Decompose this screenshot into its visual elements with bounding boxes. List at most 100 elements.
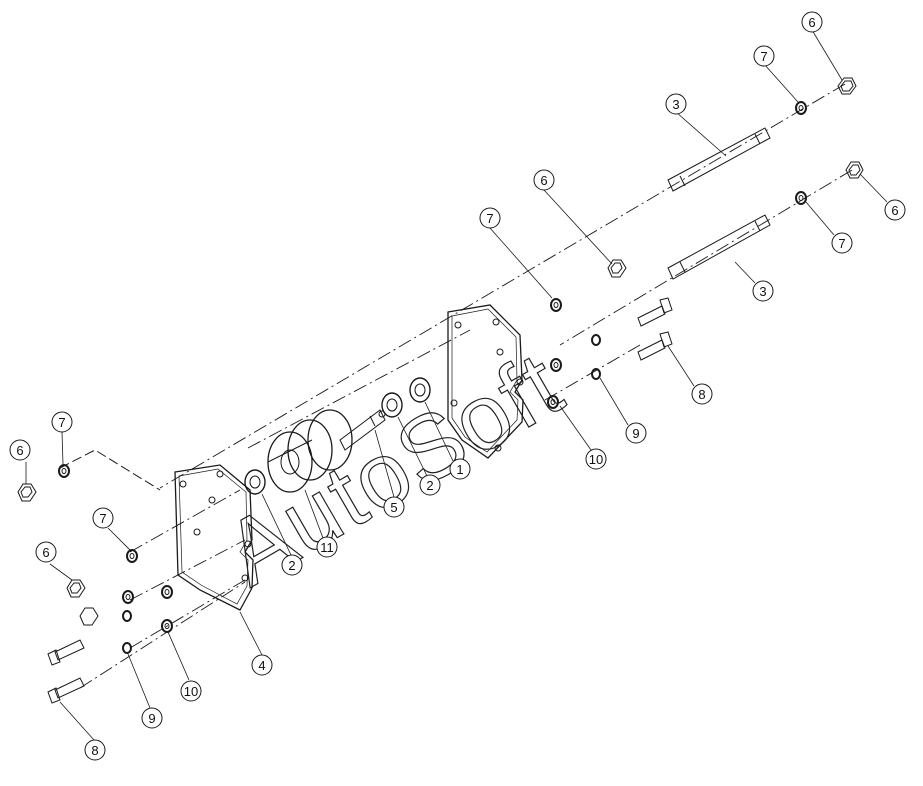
- callout-circle: [884, 199, 906, 221]
- left-plate: [174, 464, 254, 611]
- callout-number: 10: [184, 684, 198, 699]
- watermark-text: AutoSoft: [209, 333, 579, 606]
- callout-number: 11: [320, 540, 334, 555]
- hex-nut-right: [845, 161, 864, 179]
- callout-circle: [35, 541, 57, 563]
- callout-circle: [479, 207, 501, 229]
- callout-9-left: 9: [141, 707, 163, 729]
- callout-circle: [251, 654, 273, 676]
- shaft: [339, 409, 386, 451]
- callout-10-left: 10: [180, 680, 202, 702]
- callout-circle: [625, 422, 647, 444]
- lock-washer-right: [591, 368, 601, 380]
- callout-number: 6: [808, 15, 815, 30]
- callout-circle: [665, 93, 687, 115]
- washer-right: [795, 191, 807, 205]
- leader-lines: [25, 29, 888, 741]
- callout-7-left-top: 7: [51, 411, 73, 433]
- callout-7-left: 7: [92, 507, 114, 529]
- bearing-2-upper: [381, 392, 403, 418]
- callout-3-upper: 3: [665, 93, 687, 115]
- lock-washer-left-2: [122, 642, 132, 654]
- callout-6-right: 6: [884, 199, 906, 221]
- rod-upper: [667, 127, 771, 192]
- callout-circle: [281, 554, 303, 576]
- callout-number: 2: [288, 558, 295, 573]
- callout-circle: [141, 707, 163, 729]
- callout-number: 4: [258, 658, 265, 673]
- callout-10-right: 10: [585, 448, 607, 470]
- callout-number: 9: [632, 426, 639, 441]
- callout-circle: [831, 232, 853, 254]
- callout-number: 7: [760, 49, 767, 64]
- callout-circle: [9, 439, 31, 461]
- callout-4: 4: [251, 654, 273, 676]
- callout-3-lower: 3: [752, 280, 774, 302]
- flat-washer-left: [161, 619, 173, 633]
- leader-left-top: [59, 449, 161, 491]
- washer-top-right: [795, 101, 807, 115]
- rod-lower: [667, 214, 771, 280]
- callout-circle: [752, 280, 774, 302]
- callout-2-lower: 2: [281, 554, 303, 576]
- callout-6-mid: 6: [533, 169, 555, 191]
- callout-circle: [585, 448, 607, 470]
- callout-number: 5: [390, 500, 397, 515]
- washer-mid: [550, 298, 562, 312]
- pulley: [267, 409, 353, 493]
- callout-number: 10: [589, 452, 603, 467]
- callout-circle: [51, 411, 73, 433]
- callout-number: 1: [456, 462, 463, 477]
- callout-number: 3: [759, 284, 766, 299]
- bolt-right-lower: [637, 331, 673, 361]
- bolt-right-upper: [637, 297, 673, 327]
- flat-washer-right: [547, 395, 559, 409]
- callout-circle: [801, 11, 823, 33]
- bearing-1: [409, 377, 431, 403]
- callout-circle: [533, 169, 555, 191]
- callout-9-right: 9: [625, 422, 647, 444]
- callout-number: 7: [99, 511, 106, 526]
- callout-8-left: 8: [84, 739, 106, 761]
- callout-2-upper: 2: [419, 474, 441, 496]
- callout-11: 11: [316, 536, 338, 558]
- hex-nut-top-right: [837, 77, 857, 95]
- washer-left-top: [58, 464, 70, 478]
- washer-left-3: [161, 585, 173, 599]
- bearing-2-lower: [244, 469, 266, 495]
- callout-circle: [180, 680, 202, 702]
- callout-number: 6: [891, 203, 898, 218]
- bolt-left-upper: [47, 639, 85, 666]
- hex-nut-left: [66, 579, 86, 598]
- callout-6-left: 6: [35, 541, 57, 563]
- callout-number: 8: [91, 743, 98, 758]
- lock-washer-left: [122, 610, 132, 622]
- hex-nut-left-top: [17, 483, 37, 502]
- callout-number: 6: [42, 545, 49, 560]
- right-plate: [447, 304, 524, 459]
- callout-circle: [316, 536, 338, 558]
- callout-number: 6: [16, 443, 23, 458]
- callout-circle: [419, 474, 441, 496]
- callout-number: 3: [672, 97, 679, 112]
- callout-8-right: 8: [691, 383, 713, 405]
- callout-7-top-right: 7: [753, 45, 775, 67]
- washer-left: [126, 549, 138, 563]
- callout-number: 9: [148, 711, 155, 726]
- washer-mid-3: [591, 334, 601, 346]
- callout-6-left-top: 6: [9, 439, 31, 461]
- callout-circle: [383, 496, 405, 518]
- bolt-left-lower: [47, 677, 85, 704]
- callout-circle: [753, 45, 775, 67]
- callout-circle: [92, 507, 114, 529]
- callout-circle: [449, 458, 471, 480]
- callout-number: 8: [698, 387, 705, 402]
- hex-nut-mid: [607, 259, 627, 278]
- callout-number: 7: [486, 211, 493, 226]
- hex-nut-left-2: [79, 607, 99, 626]
- callout-circle: [84, 739, 106, 761]
- callout-7-right: 7: [831, 232, 853, 254]
- callout-number: 6: [540, 173, 547, 188]
